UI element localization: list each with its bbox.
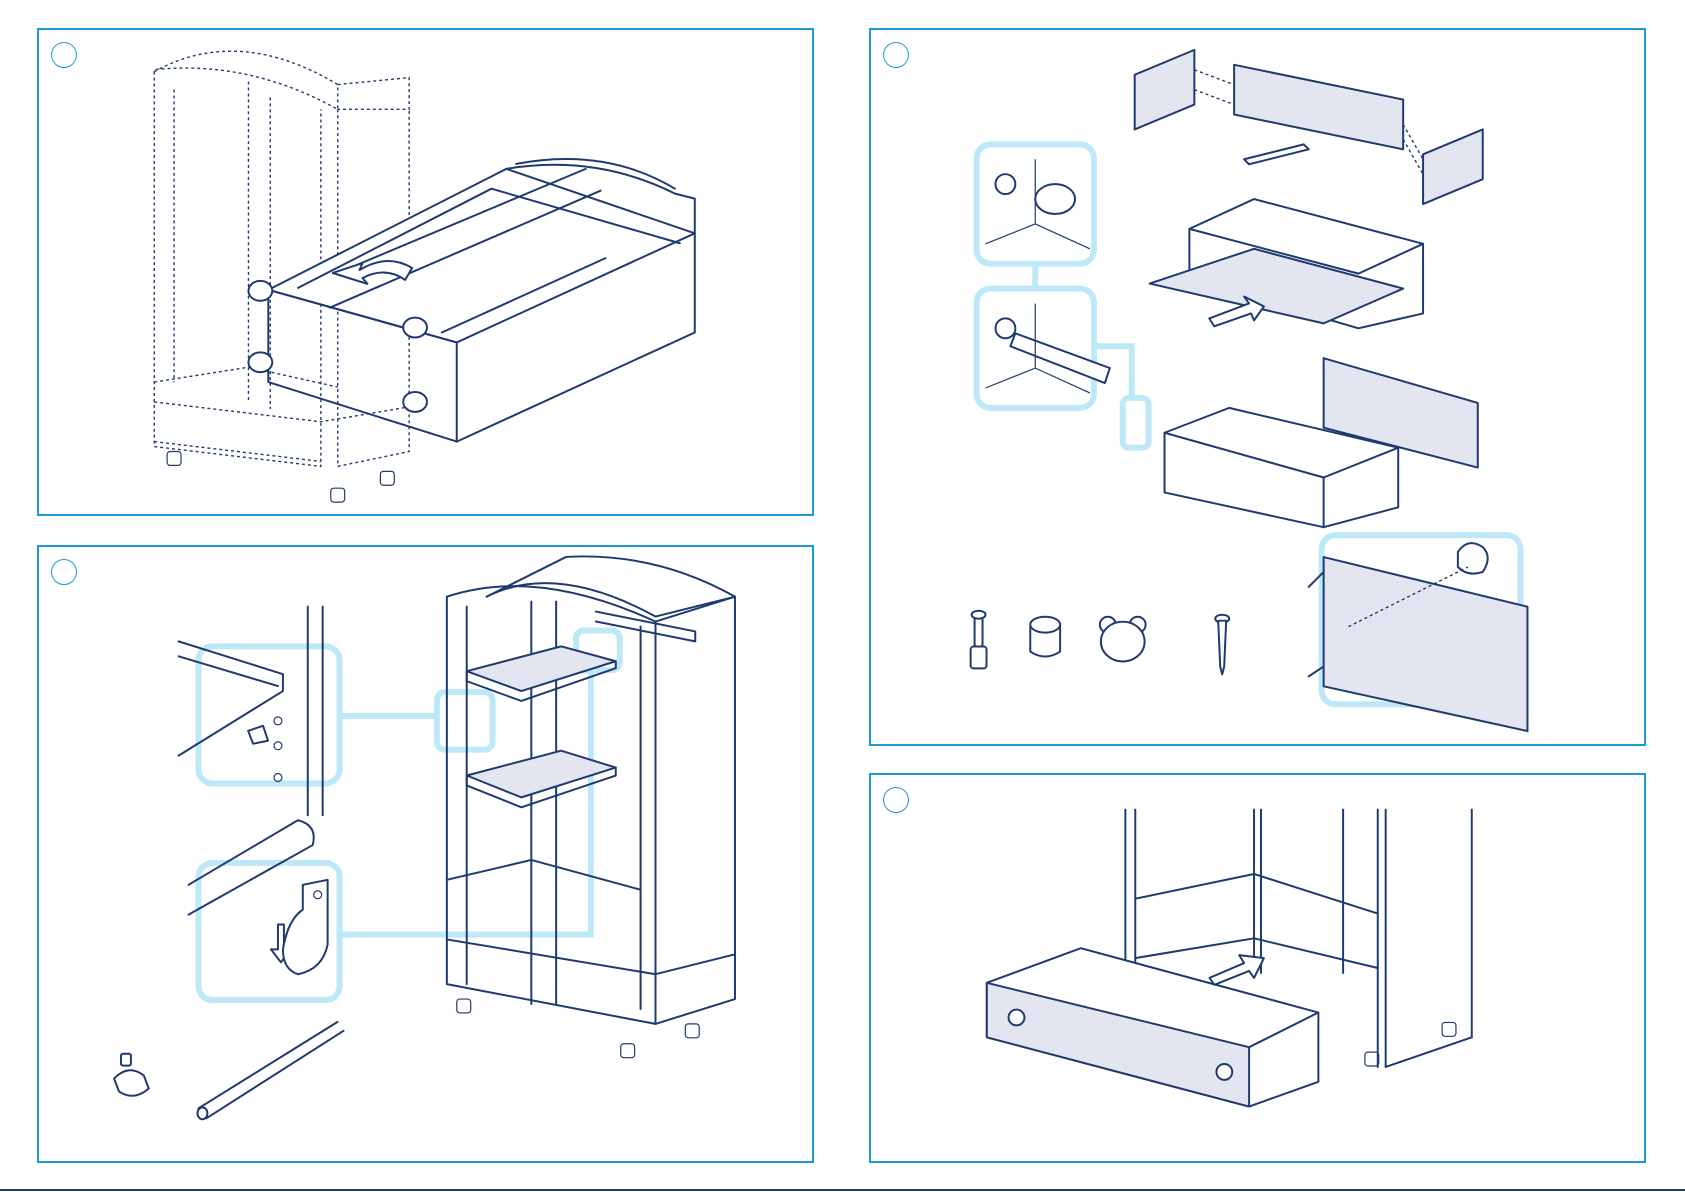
drawer-with-front bbox=[1165, 358, 1478, 527]
drawer-side-right bbox=[1423, 129, 1483, 204]
drawer-carcass bbox=[1150, 199, 1423, 328]
drawer-back-panel bbox=[1234, 65, 1403, 150]
bear-knob-left bbox=[1009, 1010, 1025, 1026]
cam-lock bbox=[1030, 617, 1060, 657]
step-2-illustration bbox=[39, 547, 812, 1161]
drawer-box bbox=[268, 159, 694, 442]
insert-arrow bbox=[1209, 955, 1263, 985]
step-3-panel bbox=[869, 28, 1646, 746]
drawer-joint-callout bbox=[1123, 398, 1149, 448]
step-1-panel bbox=[37, 28, 814, 516]
step-1-illustration bbox=[39, 30, 812, 514]
drawer-side-left bbox=[1135, 50, 1195, 130]
step-2-panel bbox=[37, 545, 814, 1163]
step-4-illustration bbox=[871, 775, 1644, 1161]
hanging-rail bbox=[197, 1022, 343, 1119]
bear-knob bbox=[1100, 617, 1146, 662]
dowel-bolt bbox=[971, 611, 987, 669]
bear-knob-right bbox=[1216, 1064, 1232, 1080]
page-bottom-rule bbox=[0, 1189, 1685, 1191]
shelf-pin-detail-frame bbox=[198, 646, 339, 783]
rail-bracket-detail bbox=[189, 820, 328, 974]
drawer-base-strip bbox=[1244, 144, 1309, 164]
drawer bbox=[987, 948, 1319, 1106]
step-4-panel bbox=[869, 773, 1646, 1163]
cam-lock-detail bbox=[986, 159, 1090, 248]
wood-screw bbox=[1215, 615, 1229, 675]
shelf-support-pin bbox=[114, 1054, 149, 1096]
shelf-pin-callout bbox=[437, 692, 493, 750]
step-3-illustration bbox=[871, 30, 1644, 744]
